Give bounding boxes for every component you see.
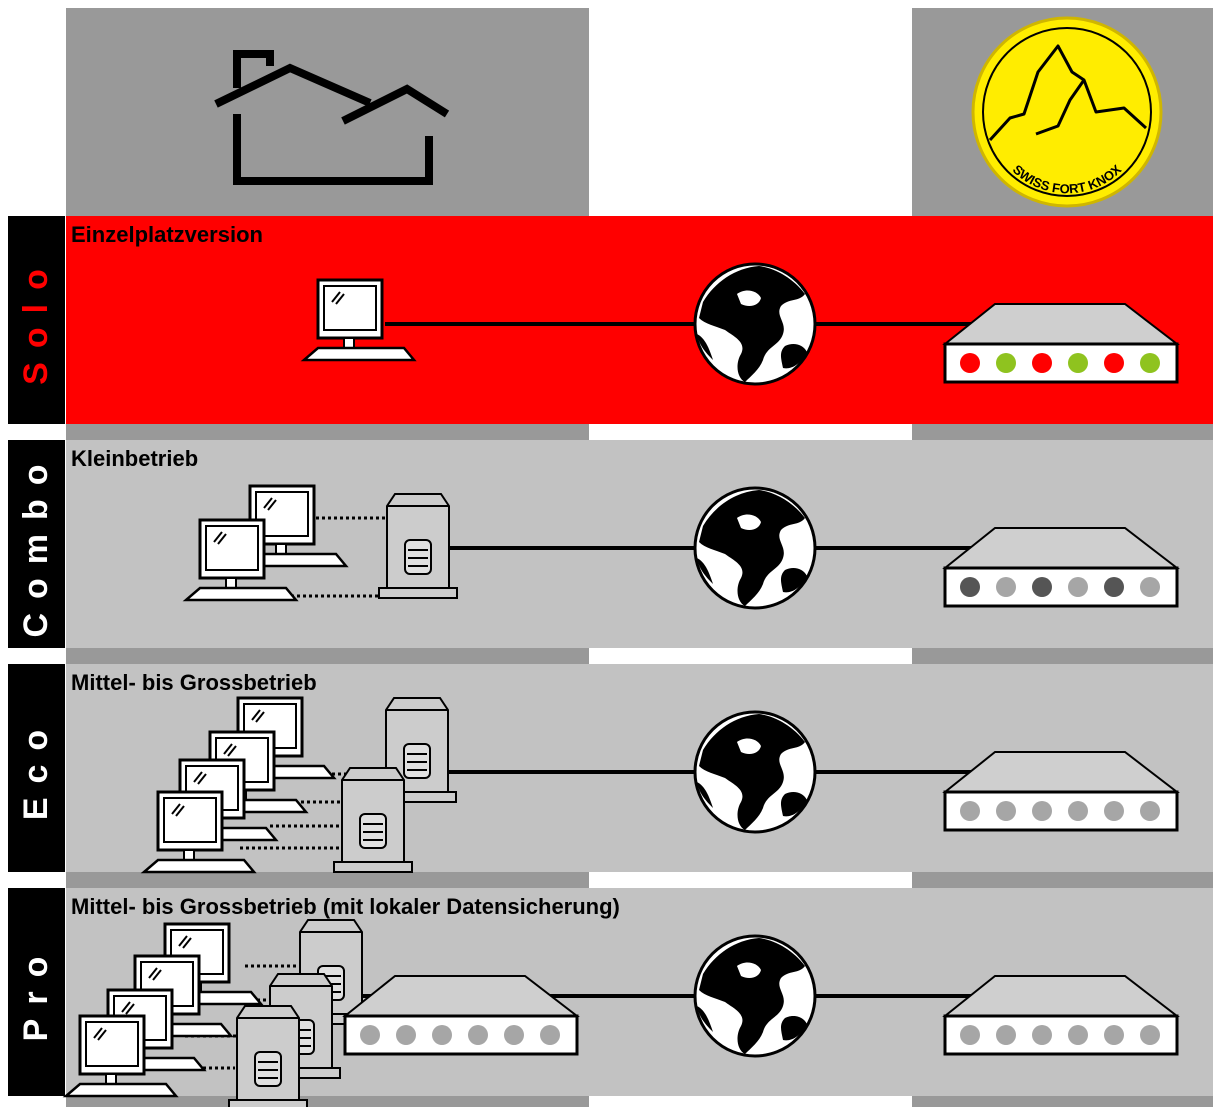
status-led xyxy=(1140,577,1160,597)
row-title: Mittel- bis Grossbetrieb xyxy=(71,670,317,695)
local-backup-appliance xyxy=(343,974,579,1056)
local-equipment-combo xyxy=(184,484,458,602)
status-led xyxy=(960,577,980,597)
status-led xyxy=(1104,353,1124,373)
status-led xyxy=(1032,577,1052,597)
local-equipment-eco xyxy=(142,696,457,874)
status-led xyxy=(1104,577,1124,597)
side-label-block xyxy=(8,664,65,872)
matterhorn-mountain-icon xyxy=(988,44,1148,142)
status-led xyxy=(504,1025,524,1045)
status-led xyxy=(996,353,1016,373)
status-led xyxy=(396,1025,416,1045)
row-eco: Eco Mittel- bis Grossbetrieb xyxy=(8,664,1213,874)
side-label-block xyxy=(8,888,65,1096)
status-led xyxy=(468,1025,488,1045)
server xyxy=(378,493,458,599)
house-icon xyxy=(214,50,450,185)
status-led xyxy=(1104,801,1124,821)
status-led xyxy=(1032,353,1052,373)
status-led xyxy=(540,1025,560,1045)
swiss-fort-knox-badge: SWISS FORT KNOX xyxy=(971,16,1163,208)
side-label-block xyxy=(8,440,65,648)
side-label-combo: Combo xyxy=(17,450,55,637)
side-label-eco: Eco xyxy=(17,716,55,820)
local-equipment-pro xyxy=(64,919,579,1107)
status-led xyxy=(1032,1025,1052,1045)
status-led xyxy=(960,1025,980,1045)
row-solo: Solo Einzelplatzversion xyxy=(8,216,1213,424)
status-led xyxy=(1104,1025,1124,1045)
side-label-block xyxy=(8,216,65,424)
globe-icon xyxy=(693,486,817,610)
status-led xyxy=(1068,801,1088,821)
row-title: Mittel- bis Grossbetrieb (mit lokaler Da… xyxy=(71,894,620,919)
globe-icon xyxy=(693,262,817,386)
row-combo: Combo Kleinbetrieb xyxy=(8,440,1213,648)
globe-icon xyxy=(693,934,817,1058)
status-led xyxy=(996,577,1016,597)
server xyxy=(333,767,413,873)
status-led xyxy=(1140,801,1160,821)
remote-storage-appliance xyxy=(943,526,1179,608)
remote-storage-appliance xyxy=(943,974,1179,1056)
status-led xyxy=(1068,353,1088,373)
status-led xyxy=(360,1025,380,1045)
status-led xyxy=(1140,1025,1160,1045)
status-led xyxy=(1032,801,1052,821)
status-led xyxy=(996,1025,1016,1045)
server xyxy=(228,1005,308,1107)
side-label-pro: Pro xyxy=(17,943,55,1042)
remote-storage-appliance xyxy=(943,750,1179,832)
row-title: Kleinbetrieb xyxy=(71,446,198,471)
status-led xyxy=(432,1025,452,1045)
status-led xyxy=(1140,353,1160,373)
side-label-solo: Solo xyxy=(17,255,55,385)
status-led xyxy=(1068,577,1088,597)
status-led xyxy=(960,353,980,373)
globe-icon xyxy=(693,710,817,834)
row-title: Einzelplatzversion xyxy=(71,222,263,247)
status-led xyxy=(996,801,1016,821)
status-led xyxy=(1068,1025,1088,1045)
status-led xyxy=(960,801,980,821)
row-pro: Pro Mittel- bis Grossbetrieb (mit lokaler… xyxy=(8,888,1213,1107)
remote-storage-appliance xyxy=(943,302,1179,384)
